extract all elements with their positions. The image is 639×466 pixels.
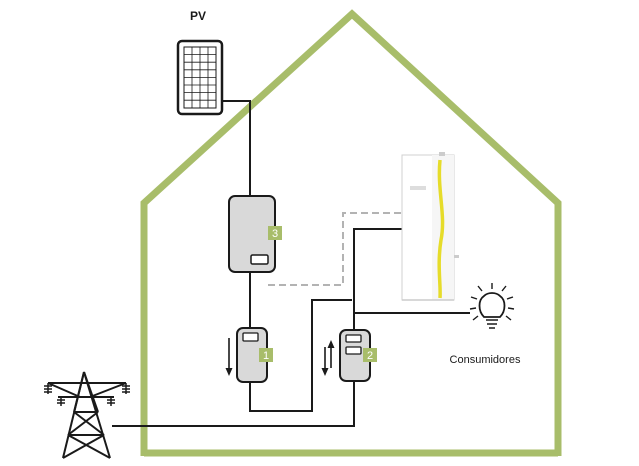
light-bulb-icon: [469, 283, 515, 329]
wire-heatpump-meter2: [353, 228, 405, 330]
wire-meter2-grid: [112, 381, 355, 427]
meter2-badge: 2: [363, 348, 377, 362]
wire-control-dashed: [268, 212, 405, 286]
inverter-badge: 3: [268, 226, 282, 240]
arrow-down-icon: [225, 338, 233, 376]
solar-panel-icon: [176, 39, 224, 116]
wire-meter1-loop: [249, 299, 352, 412]
house-outline: [140, 9, 562, 456]
consumers-label: Consumidores: [450, 354, 521, 366]
power-pylon-icon: [44, 371, 130, 459]
electric-meter-icon: [236, 327, 268, 383]
meter1-badge: 1: [259, 348, 273, 362]
meter2-badge-number: 2: [367, 350, 373, 362]
pv-label: PV: [190, 9, 206, 23]
bidirectional-meter-icon: [339, 329, 371, 382]
wiring: [112, 100, 470, 427]
inverter-badge-number: 3: [272, 228, 278, 240]
meter1-badge-number: 1: [263, 350, 269, 362]
inverter-icon: [228, 195, 276, 273]
heat-pump-tank-icon: [401, 152, 459, 301]
wire-pv-inverter: [222, 100, 251, 196]
arrow-bidirectional-icon: [321, 340, 335, 376]
